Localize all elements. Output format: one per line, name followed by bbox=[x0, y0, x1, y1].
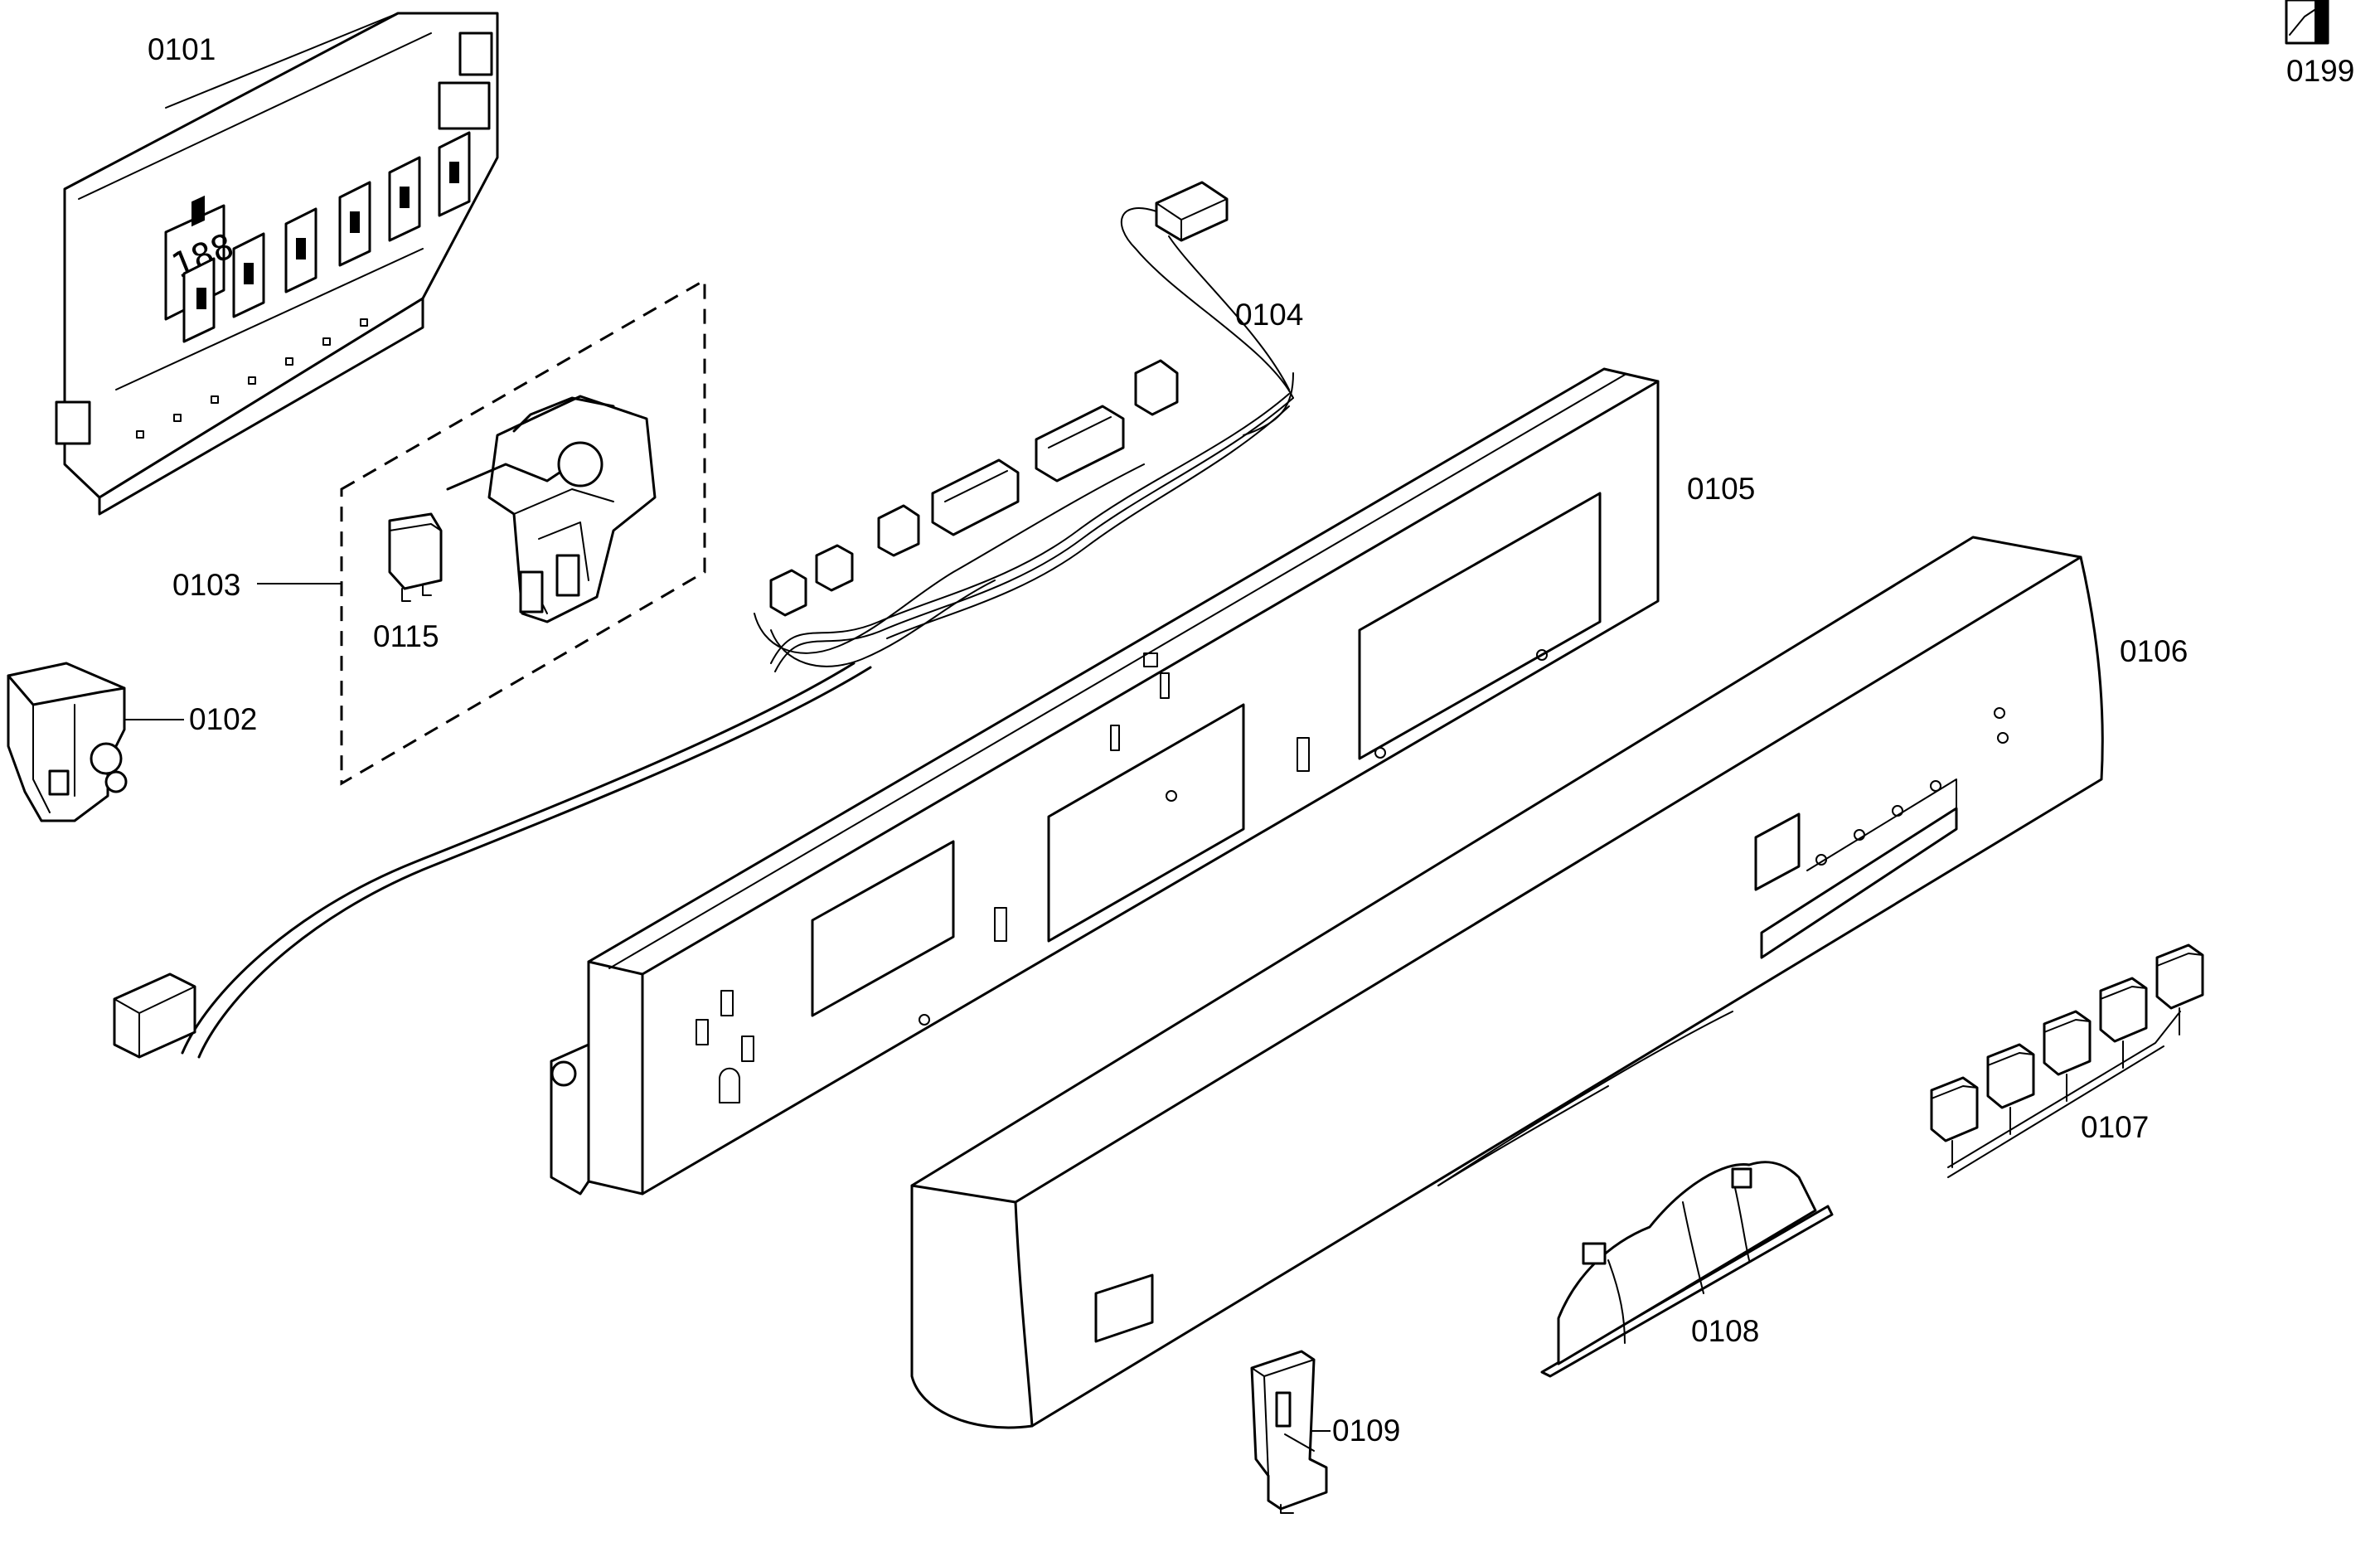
part-label: 0199 bbox=[2286, 54, 2354, 88]
part-label: 0107 bbox=[2081, 1110, 2149, 1144]
inner-panel-drawing[interactable] bbox=[550, 367, 1660, 1196]
control-module-drawing[interactable]: 188 bbox=[55, 12, 499, 516]
latch-bracket-drawing[interactable] bbox=[1250, 1350, 1328, 1514]
part-label: 0104 bbox=[1235, 298, 1303, 332]
part-label: 0106 bbox=[2120, 634, 2188, 668]
door-lock-set-drawing[interactable] bbox=[340, 278, 706, 786]
part-label: 0101 bbox=[148, 32, 216, 66]
part-label: 0108 bbox=[1691, 1314, 1759, 1348]
part-label: 0115 bbox=[373, 619, 439, 653]
part-label: 0105 bbox=[1687, 472, 1755, 506]
part-label: 0109 bbox=[1332, 1414, 1400, 1448]
control-panel-fascia-drawing[interactable] bbox=[910, 536, 2104, 1429]
part-label: 0102 bbox=[189, 702, 257, 736]
documentation-drawing[interactable] bbox=[2285, 0, 2329, 45]
door-handle-drawing[interactable] bbox=[1540, 1161, 1834, 1378]
part-label: 0103 bbox=[172, 568, 240, 602]
wire-harness-drawing[interactable] bbox=[113, 181, 1294, 1059]
push-buttons-drawing[interactable] bbox=[1930, 943, 2204, 1178]
door-switch-drawing[interactable] bbox=[7, 662, 128, 822]
